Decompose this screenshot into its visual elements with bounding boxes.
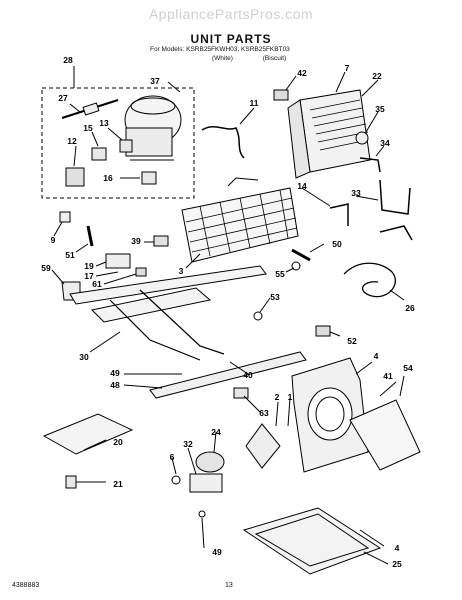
condenser-coil <box>287 89 371 179</box>
callout-49-bottom: 49 <box>212 547 222 557</box>
callout-30: 30 <box>79 352 89 362</box>
sensor-part <box>355 131 369 145</box>
callout-63: 63 <box>259 408 269 418</box>
callout-19: 19 <box>84 261 94 271</box>
callout-48: 48 <box>110 380 120 390</box>
compressor-group-box <box>41 87 195 199</box>
callout-55: 55 <box>275 269 285 279</box>
callout-16: 16 <box>103 173 113 183</box>
callout-20: 20 <box>113 437 123 447</box>
compressor <box>124 95 182 161</box>
callout-21: 21 <box>113 479 123 489</box>
callout-3: 3 <box>178 266 184 276</box>
capacitor-part <box>141 171 157 185</box>
callout-9: 9 <box>50 235 56 245</box>
callout-27: 27 <box>58 93 68 103</box>
callout-50: 50 <box>332 239 342 249</box>
evaporator-coil <box>181 177 299 263</box>
callout-40: 40 <box>243 370 253 380</box>
models-line: For Models: KSRB25FKWH03, KSRB25FKBT03 <box>150 46 290 53</box>
callout-49-top: 49 <box>110 368 120 378</box>
drain-pan <box>242 507 382 575</box>
callout-24: 24 <box>211 427 221 437</box>
page-number: 13 <box>225 582 233 589</box>
callout-32: 32 <box>183 439 193 449</box>
callout-11: 11 <box>249 98 259 108</box>
callout-59: 59 <box>41 263 51 273</box>
callout-15: 15 <box>83 123 93 133</box>
callout-34: 34 <box>380 138 390 148</box>
tube-part <box>201 126 245 159</box>
callout-4-top: 4 <box>373 351 379 361</box>
callout-4-bottom: 4 <box>394 543 400 553</box>
callout-14: 14 <box>297 181 307 191</box>
callout-17: 17 <box>84 271 94 281</box>
callout-33: 33 <box>351 188 361 198</box>
callout-61: 61 <box>92 279 102 289</box>
page-title: UNIT PARTS <box>190 32 272 46</box>
motor-bracket <box>189 473 223 493</box>
callout-28: 28 <box>63 55 73 65</box>
callout-25: 25 <box>392 559 402 569</box>
callout-52: 52 <box>347 336 357 346</box>
doc-number: 4388883 <box>12 582 40 589</box>
callout-6: 6 <box>169 452 175 462</box>
fan-motor <box>195 451 225 473</box>
variant-biscuit: (Biscuit) <box>262 55 287 62</box>
callout-37: 37 <box>150 76 160 86</box>
relay-part <box>91 147 107 161</box>
callout-12: 12 <box>67 136 77 146</box>
callout-53: 53 <box>270 292 280 302</box>
base-rail-frame <box>69 265 307 399</box>
variant-white: (White) <box>212 55 233 62</box>
start-device <box>65 167 85 187</box>
clip-part <box>105 253 131 269</box>
overload-part <box>119 139 133 153</box>
cover-plate <box>42 413 134 455</box>
callout-26: 26 <box>405 303 415 313</box>
callout-41: 41 <box>383 371 393 381</box>
callout-54: 54 <box>403 363 413 373</box>
variant-line: (White) (Biscuit) <box>212 55 312 62</box>
wire-harness <box>343 262 396 298</box>
callout-42: 42 <box>297 68 307 78</box>
callout-51: 51 <box>65 250 75 260</box>
callout-22: 22 <box>372 71 382 81</box>
grommet-part <box>273 89 289 101</box>
callout-35: 35 <box>375 104 385 114</box>
callout-7: 7 <box>344 63 350 73</box>
callout-13: 13 <box>99 118 109 128</box>
callout-2: 2 <box>274 392 280 402</box>
watermark: AppliancePartsPros.com <box>148 6 314 22</box>
fan-shroud <box>291 357 421 473</box>
fan-blade <box>245 423 281 469</box>
callout-1: 1 <box>287 392 293 402</box>
callout-39: 39 <box>131 236 141 246</box>
